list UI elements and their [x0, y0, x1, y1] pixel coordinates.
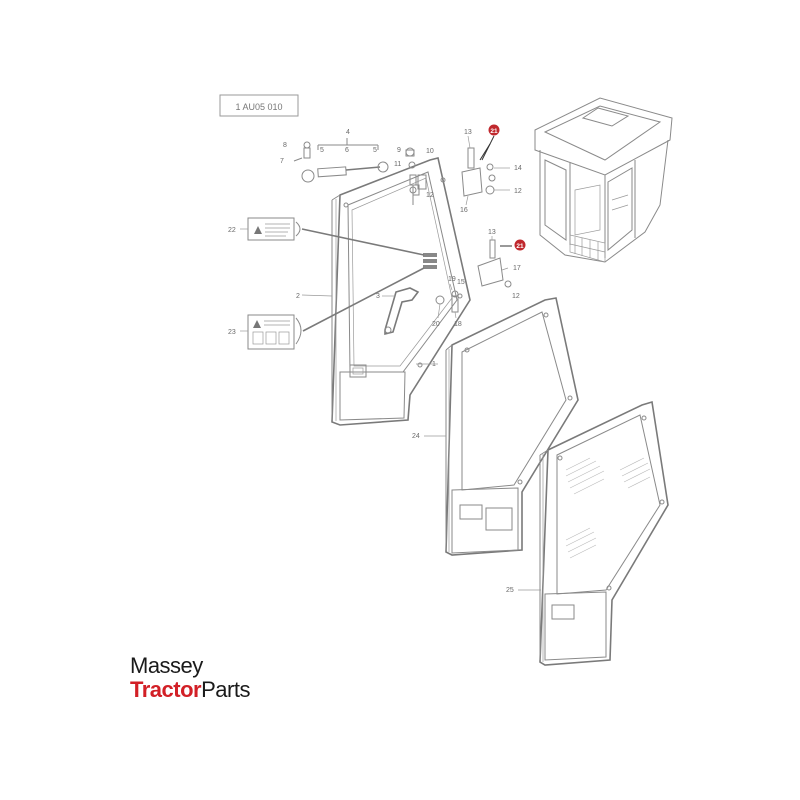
callout-21b: 21 [514, 239, 526, 251]
svg-text:1: 1 [432, 361, 436, 368]
ref-code: 1 AU05 010 [235, 102, 282, 112]
grab-handle [384, 287, 420, 336]
cab-step-grid [569, 234, 606, 263]
svg-text:10: 10 [426, 148, 434, 155]
hinge-plate-bottom [435, 239, 512, 313]
svg-text:4: 4 [346, 129, 350, 136]
leader-lines [240, 135, 541, 591]
svg-text:8: 8 [283, 142, 287, 149]
logo-suffix: Parts [201, 677, 250, 702]
logo-line-1: Massey [130, 653, 203, 678]
svg-text:23: 23 [228, 329, 236, 336]
glass-reflection [565, 457, 651, 559]
svg-text:2: 2 [296, 293, 300, 300]
svg-text:16: 16 [460, 207, 468, 214]
svg-text:11: 11 [394, 161, 401, 168]
svg-text:14: 14 [514, 165, 522, 172]
svg-text:20: 20 [432, 321, 440, 328]
svg-text:18: 18 [454, 321, 462, 328]
svg-text:12: 12 [514, 188, 522, 195]
svg-text:7: 7 [280, 158, 284, 165]
svg-text:21: 21 [516, 243, 524, 250]
svg-text:12: 12 [426, 192, 434, 199]
door-25 [539, 400, 669, 666]
svg-text:13: 13 [464, 129, 472, 136]
gas-strut-assembly [293, 138, 389, 183]
svg-text:3: 3 [376, 293, 380, 300]
ref-code-box: 1 AU05 010 [219, 94, 299, 117]
door-24 [445, 297, 579, 556]
svg-text:17: 17 [513, 265, 521, 272]
cab-illustration [534, 97, 673, 263]
logo-line-2: TractorParts [130, 679, 250, 701]
svg-text:19: 19 [448, 276, 456, 283]
svg-text:5: 5 [320, 147, 324, 154]
hinge-plate-top [461, 143, 510, 197]
massey-tractor-parts-logo: Massey TractorParts [130, 655, 250, 701]
callout-21a: 21 [481, 124, 500, 161]
svg-text:21: 21 [490, 128, 498, 135]
svg-text:9: 9 [397, 147, 401, 154]
svg-text:15: 15 [457, 279, 465, 286]
svg-text:12: 12 [512, 293, 520, 300]
svg-text:6: 6 [345, 147, 349, 154]
callout-labels: 4 8 7 5 6 5 9 10 11 12 13 14 12 16 13 17… [228, 129, 522, 594]
decal-23 [247, 267, 425, 350]
striker-parts [405, 147, 417, 205]
svg-text:22: 22 [228, 227, 236, 234]
logo-brand: Tractor [130, 677, 202, 702]
main-door [331, 157, 471, 426]
warning-sticker-on-glass [423, 253, 437, 269]
svg-text:24: 24 [412, 433, 420, 440]
svg-text:5: 5 [373, 147, 377, 154]
svg-text:13: 13 [488, 229, 496, 236]
svg-text:25: 25 [506, 587, 514, 594]
